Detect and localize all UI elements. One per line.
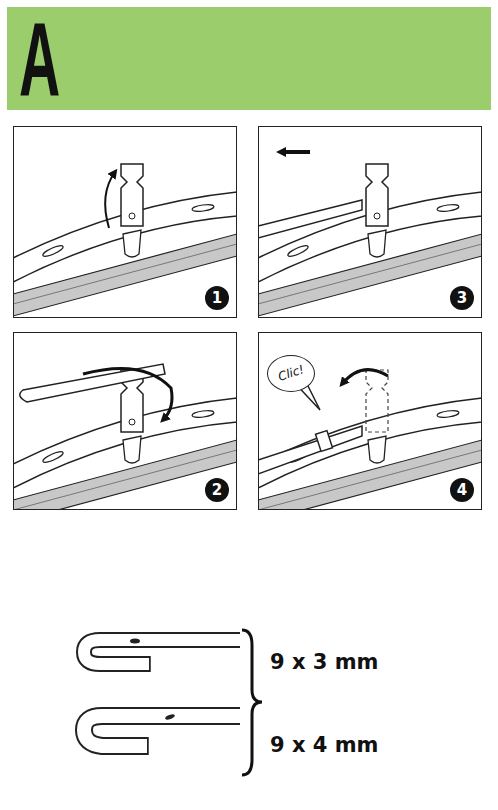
step-illustration [13,164,237,316]
step-illustration [13,364,237,510]
speech-bubble: Clic! [267,355,315,392]
bracket [242,630,262,775]
step-illustration [258,152,482,316]
hook-drawing [84,639,240,756]
section-letter: A [19,9,60,109]
step-panel: 3 [258,126,482,318]
step-panel: 4 Clic! [258,332,482,510]
header-band: A [7,7,491,110]
dimension-label: 9 x 3 mm [270,651,378,674]
callout-number: 2 [205,478,229,502]
step-panel: 1 [13,126,237,318]
callout-number: 1 [205,286,229,310]
sound-text: Clic! [276,363,305,384]
callout-number: 3 [450,286,474,310]
callout-number: 4 [450,478,474,502]
dimension-label: 9 x 4 mm [270,734,378,757]
step-panel: 2 [13,332,237,510]
